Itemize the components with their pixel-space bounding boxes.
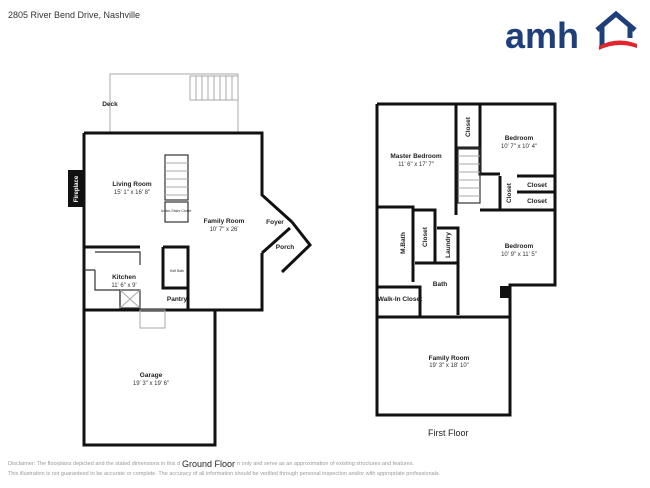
garage-steps: [139, 309, 166, 329]
ground-floor-label: Ground Floor: [182, 459, 236, 469]
property-address: 2805 River Bend Drive, Nashville: [8, 10, 141, 20]
room-label: 10' 7" x 26': [209, 227, 238, 233]
room-label: Kitchen: [112, 274, 136, 281]
interior-stairs: [164, 154, 189, 201]
room-label: 10' 7" x 10' 4": [501, 144, 537, 150]
first-floor-walls: [375, 102, 557, 417]
room-label: Walk-In Closet: [378, 296, 423, 303]
room-label: Laundry: [445, 232, 452, 258]
room-label: Bath: [433, 281, 447, 288]
ground-floor-walls: [82, 131, 313, 312]
room-label: 19' 3" x 19' 6": [133, 381, 169, 387]
room-label: Bedroom: [505, 243, 534, 250]
room-label: M.Bath: [400, 232, 407, 254]
room-label: Closet: [506, 182, 513, 203]
garage-walls: [82, 308, 262, 447]
room-label: Porch: [276, 244, 294, 251]
svg-text:amh: amh: [505, 15, 579, 53]
room-label: 15' 1" x 16' 8": [114, 190, 150, 196]
under-stairs-closet: [164, 201, 189, 223]
room-label: 10' 9" x 11' 5": [501, 252, 537, 258]
room-label: Half Bath: [170, 269, 184, 273]
room-label: 19' 3" x 18' 10": [429, 363, 469, 369]
room-label: Foyer: [266, 219, 284, 226]
room-label: 11' 6" x 9': [111, 283, 136, 289]
disclaimer-line-2: This illustration is not guaranteed to b…: [8, 471, 441, 477]
room-label: Under-Stairs Closet: [161, 209, 192, 213]
room-label: Closet: [422, 226, 429, 247]
room-label: Living Room: [112, 181, 152, 188]
fireplace-label: Fireplace: [74, 175, 80, 202]
room-label: Bedroom: [505, 135, 534, 142]
room-label: Deck: [102, 101, 118, 108]
fireplace: [68, 170, 84, 207]
room-label: Garage: [140, 372, 163, 379]
first-floor-label: First Floor: [428, 428, 469, 438]
first-floor-plan: Master Bedroom 11' 6" x 17' 7" Bedroom 1…: [375, 102, 557, 417]
room-label: Closet: [527, 182, 548, 189]
deck-outline: [109, 73, 239, 134]
amh-logo: amh: [505, 10, 637, 53]
room-label: 11' 6" x 17' 7": [398, 162, 434, 168]
disclaimer-line-1-start: Disclaimer: The floorplans depicted and …: [8, 461, 181, 467]
room-label: Family Room: [204, 218, 245, 225]
room-label: Family Room: [429, 355, 470, 362]
upper-stairs: [457, 147, 481, 204]
room-label: Master Bedroom: [390, 153, 442, 160]
room-label: Closet: [465, 116, 472, 137]
disclaimer-line-1: Disclaimer: The floorplans depicted and …: [8, 459, 414, 469]
disclaimer-line-1-end: n only and serve as an approximation of …: [237, 461, 415, 467]
room-label: Pantry: [167, 296, 188, 303]
room-label: Closet: [527, 198, 548, 205]
ground-floor-plan: Fireplace Deck Living Room 15' 1" x 16' …: [68, 73, 313, 447]
